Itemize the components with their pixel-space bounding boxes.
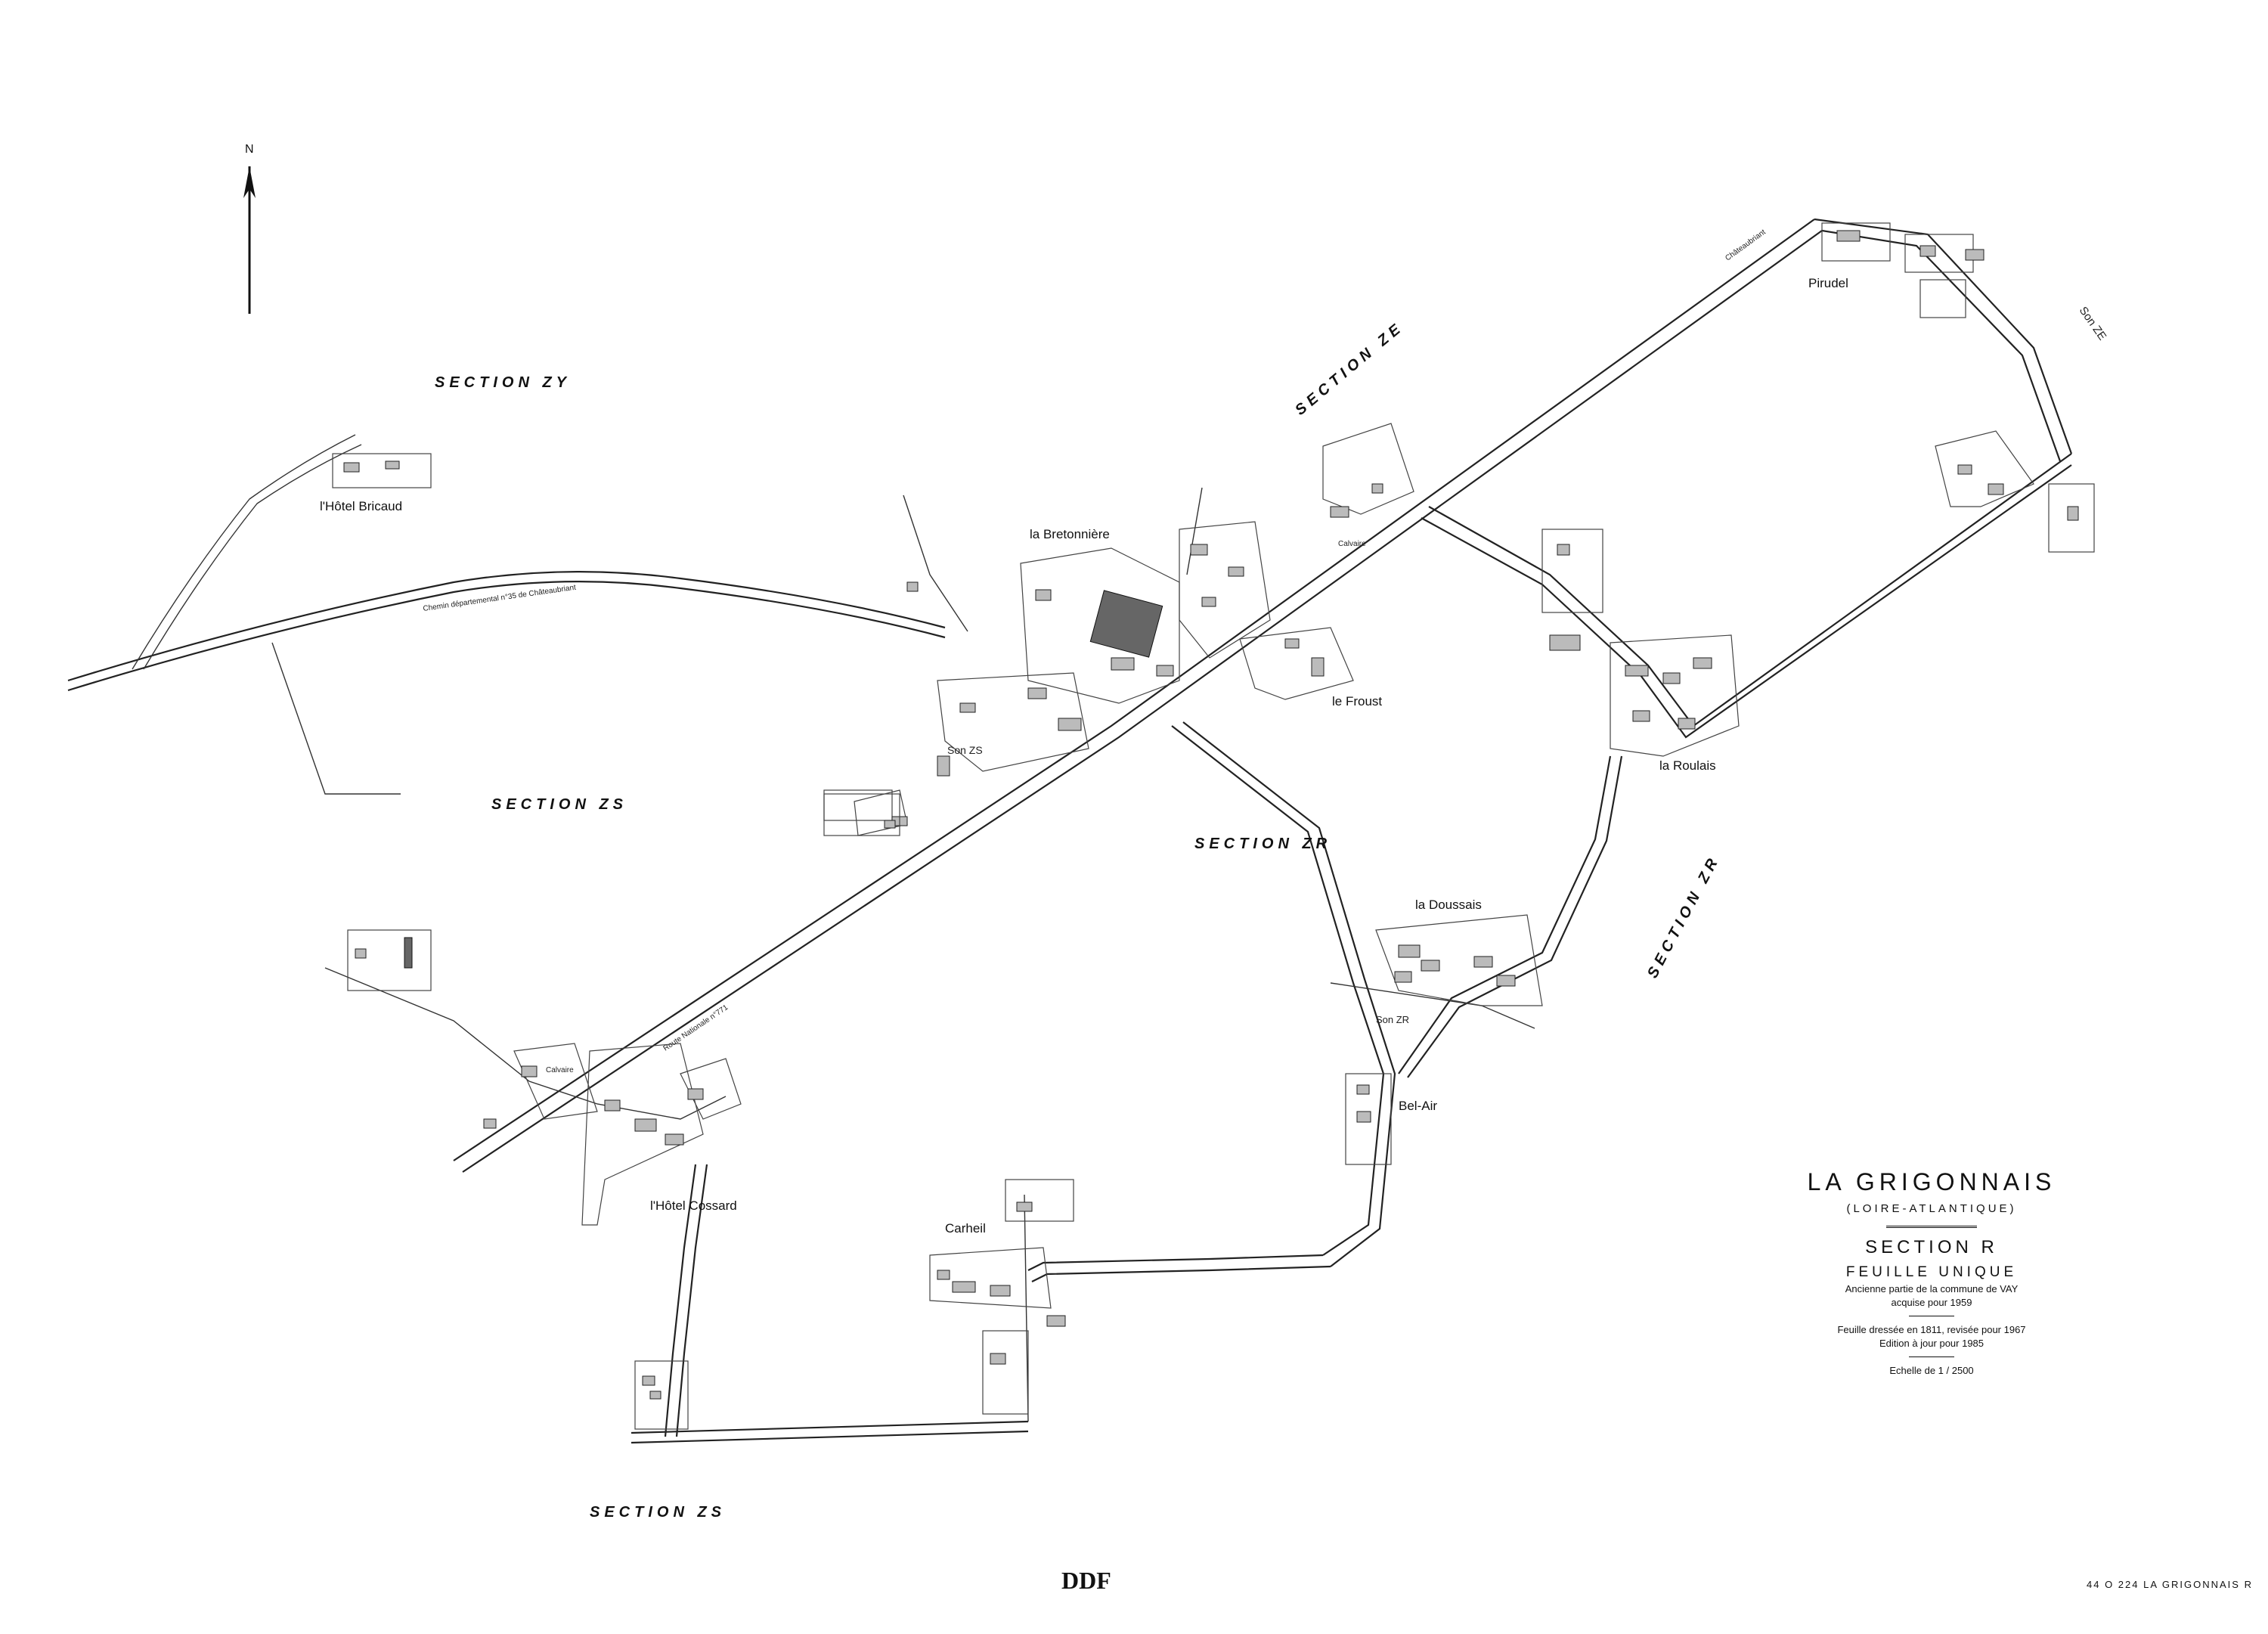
map-title: LA GRIGONNAIS [1807,1168,2056,1195]
document-reference: 44 O 224 LA GRIGONNAIS R [2087,1579,2253,1590]
road-label-chateaubriant-west: Chemin départemental n°35 de Châteaubria… [423,584,577,613]
section-label-zs-west: SECTION ZS [491,796,627,813]
section-label-son-ze: Son ZE [2077,305,2109,343]
map-cartouche: LA GRIGONNAIS (LOIRE-ATLANTIQUE) SECTION… [1754,1168,2109,1376]
place-pirudel: Pirudel [1808,276,1848,290]
road-nationale [453,219,1815,1161]
place-hotel-cossard: l'Hôtel Cossard [650,1198,737,1213]
road-label-nationale: Route Nationale n°771 [662,1003,730,1053]
place-bel-air: Bel-Air [1399,1099,1437,1113]
section-label-son-zs: Son ZS [947,744,983,756]
ddf-stamp: DDF [1061,1567,1111,1594]
section-label-zr-east: SECTION ZR [1644,852,1723,981]
map-sheet: FEUILLE UNIQUE [1845,1264,2018,1280]
map-note-1: Ancienne partie de la commune de VAY [1845,1283,2019,1294]
title-divider [1886,1226,1977,1228]
map-section: SECTION R [1865,1237,1998,1257]
section-label-zs-south: SECTION ZS [590,1504,726,1521]
section-label-son-zr: Son ZR [1376,1014,1409,1025]
road-label-calvaire-1: Calvaire [1338,540,1366,548]
map-scale: Echelle de 1 / 2500 [1889,1365,1974,1376]
map-note-2: acquise pour 1959 [1891,1297,1972,1308]
place-bretonniere: la Bretonnière [1030,527,1110,541]
north-label: N [245,143,254,156]
road-chateaubriant-west [67,571,946,682]
place-carheil: Carheil [945,1221,986,1236]
section-label-zr-center: SECTION ZR [1194,836,1331,852]
section-label-ze: SECTION ZE [1292,318,1407,419]
place-doussais: la Doussais [1415,898,1482,912]
map-region: (LOIRE-ATLANTIQUE) [1846,1202,2017,1215]
map-history-1: Feuille dressée en 1811, revisée pour 19… [1837,1324,2026,1335]
place-hotel-bricaud: l'Hôtel Bricaud [320,499,402,513]
road-label-calvaire-2: Calvaire [546,1066,574,1074]
map-history-2: Edition à jour pour 1985 [1879,1338,1984,1349]
section-label-zy: SECTION ZY [435,374,571,391]
scale-divider [1909,1356,1954,1357]
place-roulais: la Roulais [1659,758,1716,773]
parcels [332,222,2095,1430]
north-arrow: N [243,143,256,314]
place-froust: le Froust [1332,694,1382,708]
